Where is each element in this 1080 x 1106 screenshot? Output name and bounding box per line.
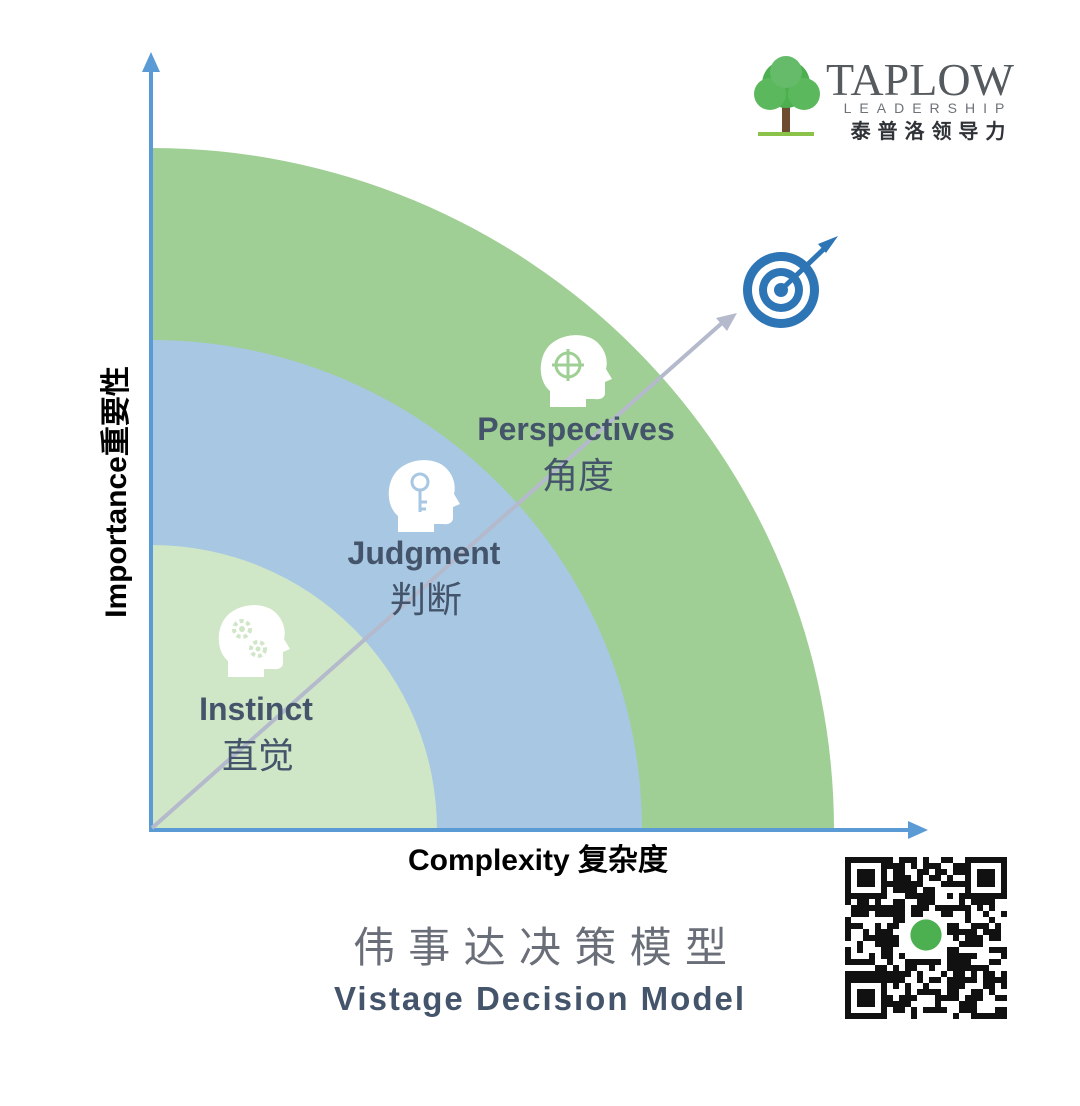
brand-subtitle: LEADERSHIP <box>844 100 1013 116</box>
key-head-icon <box>388 460 460 532</box>
y-axis <box>142 52 160 832</box>
brand-cn: 泰 普 洛 领 导 力 <box>850 119 1006 143</box>
zone-label-instinct: Instinct <box>199 691 313 727</box>
x-axis-label: Complexity 复杂度 <box>408 844 668 877</box>
target-icon <box>743 236 838 328</box>
zone-label-perspectives: Perspectives <box>477 411 674 447</box>
zone-label-perspectives-cn: 角度 <box>542 456 614 497</box>
brand-name: TAPLOW <box>826 54 1015 105</box>
title-cn: 伟 事 达 决 策 模 型 <box>353 923 727 972</box>
y-axis-label: Importance重要性 <box>100 366 133 618</box>
tree-icon <box>754 56 820 136</box>
growth-arrow <box>150 313 737 830</box>
zone-label-instinct-cn: 直觉 <box>222 736 294 777</box>
zone-label-judgment: Judgment <box>348 535 501 571</box>
zone-instinct <box>152 545 437 830</box>
qr-code-icon <box>845 857 1007 1019</box>
gears-head-icon <box>218 605 290 677</box>
x-axis <box>149 821 928 839</box>
crosshair-head-icon <box>540 335 612 407</box>
title-en: Vistage Decision Model <box>334 980 746 1017</box>
zone-label-judgment-cn: 判断 <box>390 580 462 621</box>
